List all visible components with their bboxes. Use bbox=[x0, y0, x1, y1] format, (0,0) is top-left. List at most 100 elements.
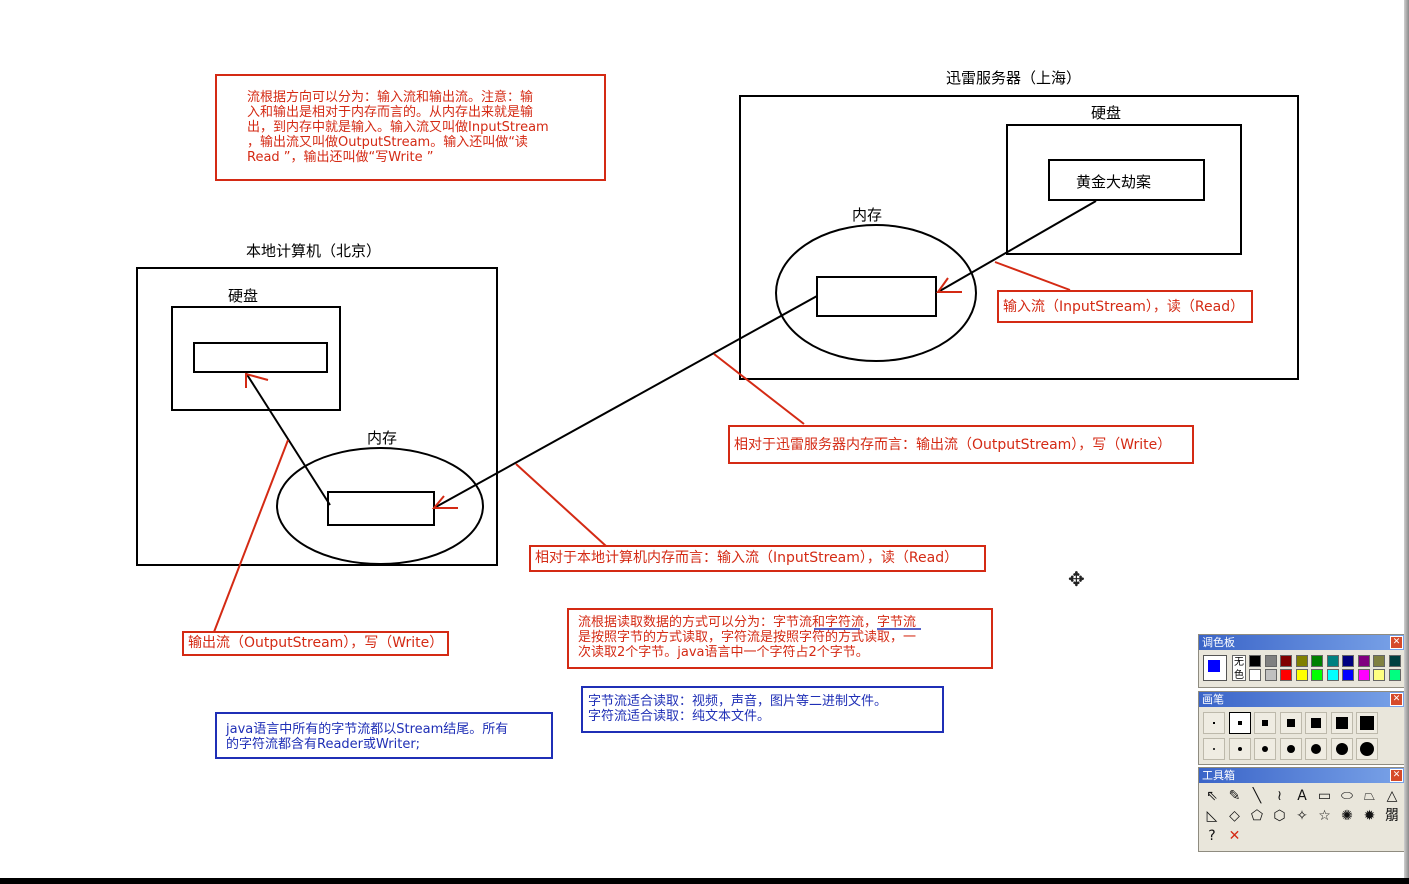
tool-button[interactable]: ⇖ bbox=[1206, 788, 1218, 804]
flow-line-file-to-server-memory bbox=[937, 200, 1097, 293]
color-swatch[interactable] bbox=[1357, 669, 1370, 681]
tool-button[interactable]: ╲ bbox=[1252, 788, 1262, 804]
shanghai-memory-ellipse bbox=[775, 224, 977, 362]
tool-button[interactable]: 朤 bbox=[1385, 808, 1399, 824]
shanghai-server-box bbox=[739, 95, 1299, 380]
tool-button[interactable]: ? bbox=[1208, 828, 1216, 844]
round-brush-size[interactable] bbox=[1254, 738, 1276, 760]
color-swatch[interactable] bbox=[1388, 655, 1401, 667]
beijing-local-title: 本地计算机（北京） bbox=[246, 242, 382, 260]
tool-button[interactable]: ✕ bbox=[1228, 828, 1241, 844]
brush-close-icon[interactable]: ✕ bbox=[1390, 693, 1403, 706]
tool-button[interactable]: ⬭ bbox=[1341, 788, 1353, 804]
square-brush-size[interactable] bbox=[1330, 712, 1353, 734]
tool-button[interactable]: ⏢ bbox=[1363, 788, 1376, 804]
tool-button[interactable]: ◺ bbox=[1206, 808, 1218, 824]
window-bottom-border bbox=[0, 878, 1409, 884]
beijing-local-box bbox=[136, 267, 498, 566]
current-color-swatch[interactable] bbox=[1203, 655, 1227, 681]
color-swatch[interactable] bbox=[1373, 669, 1385, 681]
shanghai-memory-buffer bbox=[816, 276, 937, 317]
color-swatch[interactable] bbox=[1311, 655, 1323, 667]
no-color-option[interactable]: 无色 bbox=[1232, 655, 1246, 681]
label-local-output: 输出流（OutputStream），写（Write） bbox=[182, 631, 449, 656]
note-stream-direction: 流根据方向可以分为：输入流和输出流。注意：输 入和输出是相对于内存而言的。从内存… bbox=[215, 74, 606, 181]
tool-button[interactable]: ✹ bbox=[1363, 808, 1376, 824]
brush-tip bbox=[1360, 742, 1374, 756]
tool-button[interactable]: ✎ bbox=[1228, 788, 1241, 804]
tool-button[interactable]: ▭ bbox=[1317, 788, 1332, 804]
note-naming: java语言中所有的字节流都以Stream结尾。所有 的字符流都含有Reader… bbox=[215, 712, 553, 759]
toolbox-panel: 工具箱 ✕ ⇖ ✎ ╲ ≀ A ▭ ⬭ ⏢ △ ◺ ◇ ⬠ ⬡ ✧ ☆ ✺ ✹ 朤? ✕ bbox=[1198, 767, 1406, 852]
round-brush-size[interactable] bbox=[1203, 738, 1225, 760]
beijing-memory-ellipse bbox=[276, 447, 484, 565]
color-swatch[interactable] bbox=[1295, 655, 1308, 667]
tool-button[interactable]: ◇ bbox=[1229, 808, 1240, 824]
color-swatch[interactable] bbox=[1357, 655, 1370, 667]
beijing-disk-box bbox=[171, 306, 341, 411]
file-box bbox=[1048, 159, 1205, 201]
toolbox-title-text: 工具箱 bbox=[1202, 769, 1235, 782]
color-swatch[interactable] bbox=[1280, 669, 1292, 681]
color-swatch[interactable] bbox=[1264, 669, 1277, 681]
brush-tip bbox=[1262, 746, 1268, 752]
color-swatch[interactable] bbox=[1249, 655, 1261, 667]
flow-line-server-to-local bbox=[433, 295, 818, 509]
round-brush-size[interactable] bbox=[1356, 738, 1378, 760]
flow-line-local-memory-to-disk bbox=[245, 372, 331, 506]
brush-tip bbox=[1286, 719, 1295, 727]
square-brush-size[interactable] bbox=[1203, 712, 1225, 734]
palette-title-text: 调色板 bbox=[1202, 636, 1235, 649]
arrow-head-local-disk bbox=[245, 372, 269, 388]
tool-button[interactable]: A bbox=[1297, 788, 1307, 804]
shanghai-disk-box bbox=[1006, 124, 1242, 255]
round-brush-size[interactable] bbox=[1279, 738, 1302, 760]
label-server-output: 相对于迅雷服务器内存而言：输出流（OutputStream），写（Write） bbox=[728, 425, 1194, 464]
color-swatch[interactable] bbox=[1388, 669, 1401, 681]
tool-button[interactable]: ⬠ bbox=[1250, 808, 1264, 824]
round-brush-size[interactable] bbox=[1305, 738, 1327, 760]
color-swatch[interactable] bbox=[1342, 669, 1354, 681]
color-swatch[interactable] bbox=[1342, 655, 1354, 667]
color-swatch[interactable] bbox=[1249, 669, 1261, 681]
brush-tip bbox=[1335, 743, 1348, 755]
palette-panel-title: 调色板 ✕ bbox=[1199, 635, 1405, 650]
pointer-local-input bbox=[515, 463, 607, 547]
toolbox-panel-title: 工具箱 ✕ bbox=[1199, 768, 1405, 783]
color-swatch[interactable] bbox=[1326, 669, 1339, 681]
color-swatch[interactable] bbox=[1326, 655, 1339, 667]
tool-button[interactable]: ≀ bbox=[1276, 788, 1283, 804]
color-swatch[interactable] bbox=[1311, 669, 1323, 681]
color-swatch[interactable] bbox=[1264, 655, 1277, 667]
brush-tip bbox=[1237, 747, 1242, 751]
square-brush-size[interactable] bbox=[1279, 712, 1302, 734]
shanghai-disk-label: 硬盘 bbox=[1091, 104, 1122, 122]
move-cursor-icon: ✥ bbox=[1068, 567, 1085, 591]
round-brush-size[interactable] bbox=[1330, 738, 1353, 760]
note-read-method: 流根据读取数据的方式可以分为：字节流和字符流，字节流 是按照字节的方式读取，字符… bbox=[567, 608, 993, 669]
color-swatch[interactable] bbox=[1280, 655, 1292, 667]
square-brush-size[interactable] bbox=[1356, 712, 1378, 734]
tool-button[interactable]: ⬡ bbox=[1273, 808, 1286, 824]
pointer-server-input bbox=[994, 261, 1071, 291]
toolbox-close-icon[interactable]: ✕ bbox=[1390, 769, 1403, 782]
tool-button[interactable]: △ bbox=[1386, 788, 1398, 804]
brush-tip bbox=[1335, 717, 1348, 729]
square-brush-size[interactable] bbox=[1254, 712, 1276, 734]
palette-close-icon[interactable]: ✕ bbox=[1390, 636, 1403, 649]
square-brush-size[interactable] bbox=[1305, 712, 1327, 734]
brush-tip bbox=[1262, 720, 1268, 726]
tool-button[interactable]: ✧ bbox=[1296, 808, 1308, 824]
color-swatch[interactable] bbox=[1295, 669, 1308, 681]
tool-button[interactable]: ☆ bbox=[1318, 808, 1331, 824]
color-swatch[interactable] bbox=[1373, 655, 1385, 667]
brush-tip bbox=[1286, 745, 1295, 753]
round-brush-size[interactable] bbox=[1228, 738, 1251, 760]
current-color-fill bbox=[1208, 660, 1220, 672]
brush-tip bbox=[1237, 721, 1242, 725]
beijing-disk-label: 硬盘 bbox=[228, 287, 259, 305]
tool-button[interactable]: ✺ bbox=[1341, 808, 1353, 824]
square-brush-size[interactable] bbox=[1228, 712, 1251, 734]
file-name: 黄金大劫案 bbox=[1076, 173, 1152, 191]
